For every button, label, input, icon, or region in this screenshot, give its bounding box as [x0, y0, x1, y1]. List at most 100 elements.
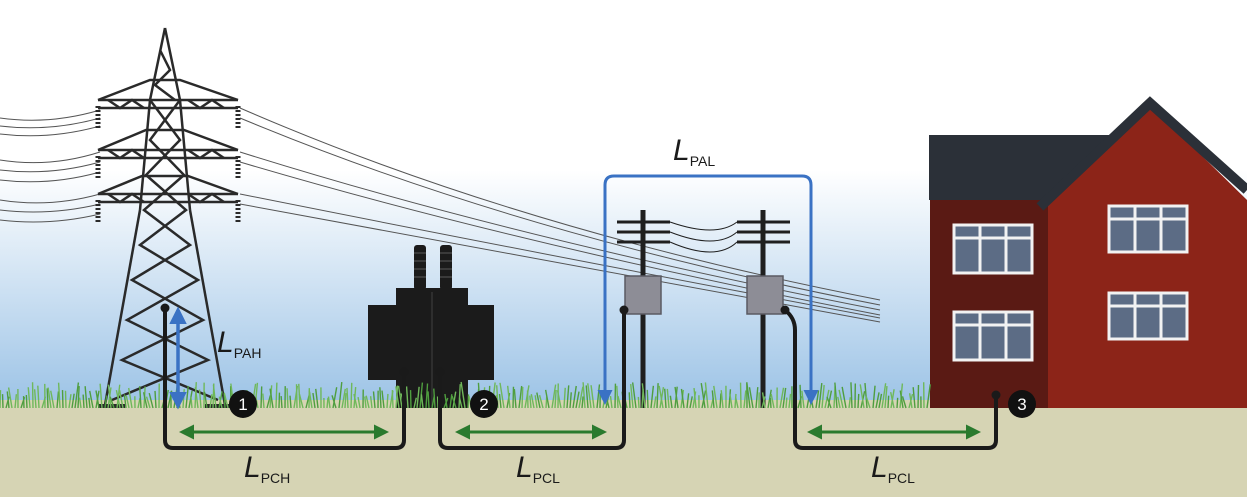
grass-blade: [286, 388, 289, 409]
grass-icon: [0, 381, 931, 409]
grass-blade: [521, 386, 524, 409]
grass-blade: [6, 391, 10, 409]
grass-blade: [881, 383, 887, 409]
marker-3-label: 3: [1017, 395, 1026, 414]
grass-blade: [452, 391, 457, 409]
grass-blade: [154, 390, 157, 409]
grass-blade: [865, 396, 871, 409]
grass-blade: [799, 384, 802, 409]
grass-blade: [74, 382, 80, 409]
label-pch: LPCH: [244, 451, 290, 486]
grass-blade: [563, 387, 566, 409]
grass-blade: [372, 391, 376, 409]
grass-blade: [262, 393, 265, 409]
grass-blade: [449, 394, 453, 409]
grass-blade: [416, 386, 420, 409]
grass-blade: [115, 389, 121, 409]
grass-blade: [148, 392, 154, 409]
grass-blade: [425, 383, 429, 409]
grass-blade: [82, 394, 85, 409]
grass-blade: [859, 384, 865, 409]
grass-blade: [128, 387, 133, 409]
grass-blade: [357, 396, 361, 409]
grass-blade: [585, 385, 589, 409]
grass-blade: [884, 386, 888, 409]
grass-blade: [530, 393, 535, 409]
grass-blade: [280, 395, 283, 409]
grass-blade: [218, 396, 223, 409]
grass-blade: [104, 395, 108, 409]
grass-blade: [397, 385, 403, 409]
grass-blade: [88, 397, 91, 409]
grass-blade: [109, 396, 115, 409]
meter-box: [746, 275, 784, 315]
grass-blade: [5, 396, 10, 409]
grass-blade: [572, 385, 577, 409]
grass-blade: [850, 382, 853, 409]
grass-blade: [194, 387, 199, 409]
grass-blade: [46, 388, 49, 409]
grass-blade: [56, 391, 60, 409]
grass-blade: [289, 395, 292, 409]
grass-blade: [27, 387, 31, 409]
grass-blade: [824, 389, 830, 409]
grass-blade: [458, 397, 463, 409]
grass-blade: [145, 396, 151, 409]
grass-blade: [875, 392, 880, 409]
grass-blade: [405, 386, 409, 409]
grass-blade: [887, 395, 890, 409]
grass-blade: [194, 382, 197, 409]
grass-blade: [834, 382, 838, 409]
grass-blade: [582, 382, 586, 409]
grass-blade: [107, 384, 112, 409]
grass-blade: [901, 396, 907, 409]
grass-blade: [95, 390, 100, 409]
grass-blade: [326, 397, 329, 409]
grass-blade: [569, 392, 572, 409]
grass-blade: [420, 394, 424, 409]
grass-blade: [7, 387, 13, 409]
grass-blade: [275, 382, 278, 409]
label-pah: LPAH: [217, 326, 261, 361]
grass-blade: [590, 385, 595, 409]
grass-blade: [444, 393, 448, 409]
grass-blade: [142, 392, 148, 409]
label-pal: LPAL: [673, 134, 715, 169]
grass-blade: [47, 387, 52, 409]
grass-blade: [433, 388, 436, 409]
grass-blade: [628, 392, 631, 409]
grass-blade: [308, 390, 313, 409]
grass-blade: [848, 397, 852, 409]
grass-blade: [379, 387, 382, 409]
grass-blade: [534, 395, 538, 409]
marker-2: 2: [470, 390, 498, 418]
grass-blade: [365, 395, 370, 409]
grass-blade: [878, 393, 883, 409]
grass-blade: [77, 386, 80, 409]
pylon-icon: [95, 27, 241, 408]
grass-blade: [841, 386, 847, 409]
grass-blade: [896, 397, 899, 409]
grass-blade: [413, 397, 417, 409]
grass-blade: [864, 382, 868, 409]
grass-blade: [33, 389, 37, 409]
grass-blade: [341, 388, 346, 409]
grass-blade: [71, 393, 75, 409]
grass-blade: [912, 387, 916, 409]
grass-blade: [332, 387, 338, 409]
cable-pole-to-house: [783, 308, 998, 450]
grass-blade: [554, 389, 557, 409]
grass-blade: [506, 385, 511, 409]
grass-blade: [312, 392, 316, 409]
grass-blade: [391, 390, 394, 409]
window: [952, 223, 1034, 275]
grass-blade: [369, 396, 373, 409]
grass-blade: [818, 382, 823, 409]
grass-blade: [908, 393, 913, 409]
transmission-wires: [0, 107, 881, 323]
transformer-icon: [368, 245, 494, 408]
grass-blade: [646, 389, 649, 409]
grass-blade: [331, 395, 337, 409]
grass-blade: [118, 390, 124, 409]
